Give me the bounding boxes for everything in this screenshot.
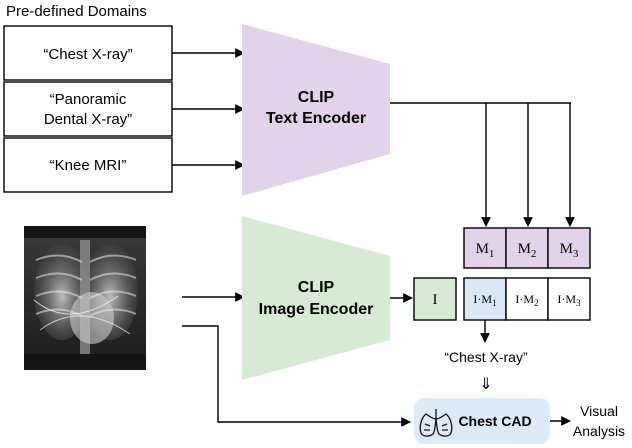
domain-box-knee — [3, 137, 173, 193]
output-line1: Visual — [580, 403, 618, 419]
image-encoder-subtitle: Image Encoder — [259, 301, 374, 318]
clip-image-encoder — [242, 216, 390, 380]
domain-label-chest: “Chest X-ray” — [43, 46, 132, 63]
image-encoder-title: CLIP — [298, 279, 335, 296]
text-feature-m1 — [463, 227, 507, 269]
text-feature-row: M1 M2 M3 — [463, 227, 591, 269]
domain-label-knee: “Knee MRI” — [50, 157, 127, 174]
text-feature-m2-label: M2 — [518, 241, 537, 260]
text-feature-m2 — [505, 227, 549, 269]
domain-box-chest — [3, 25, 173, 81]
domain-label-dental-line1: “Panoramic — [50, 91, 127, 108]
domain-box-dental — [3, 81, 173, 137]
image-feature-box — [413, 277, 457, 321]
text-encoder-title: CLIP — [298, 89, 335, 106]
text-feature-m3 — [547, 227, 591, 269]
text-encoder-subtitle: Text Encoder — [266, 110, 366, 127]
domains-heading: Pre-defined Domains — [6, 3, 147, 20]
similarity-im1-label: I·M1 — [473, 292, 496, 308]
lung-icon — [419, 409, 453, 437]
domain-label-dental-line2: Dental X-ray” — [44, 111, 132, 128]
arrow-image-to-cad — [182, 325, 411, 427]
chest-cad-module — [414, 398, 550, 444]
similarity-im3 — [547, 277, 591, 321]
selected-domain: “Chest X-ray” — [444, 349, 528, 365]
similarity-im2 — [505, 277, 549, 321]
text-feature-m1-label: M1 — [476, 241, 495, 260]
similarity-im1 — [463, 277, 507, 321]
image-feature-label: I — [433, 292, 438, 308]
cad-label: Chest CAD — [458, 413, 531, 429]
output-line2: Analysis — [573, 423, 625, 439]
similarity-im3-label: I·M3 — [557, 292, 581, 308]
similarity-row: I·M1 I·M2 I·M3 — [463, 277, 591, 321]
text-feature-m3-label: M3 — [560, 241, 579, 260]
clip-text-encoder — [242, 24, 390, 196]
chest-xray-image — [24, 226, 146, 370]
similarity-im2-label: I·M2 — [515, 292, 538, 308]
route-arrow: ⇓ — [479, 376, 492, 393]
